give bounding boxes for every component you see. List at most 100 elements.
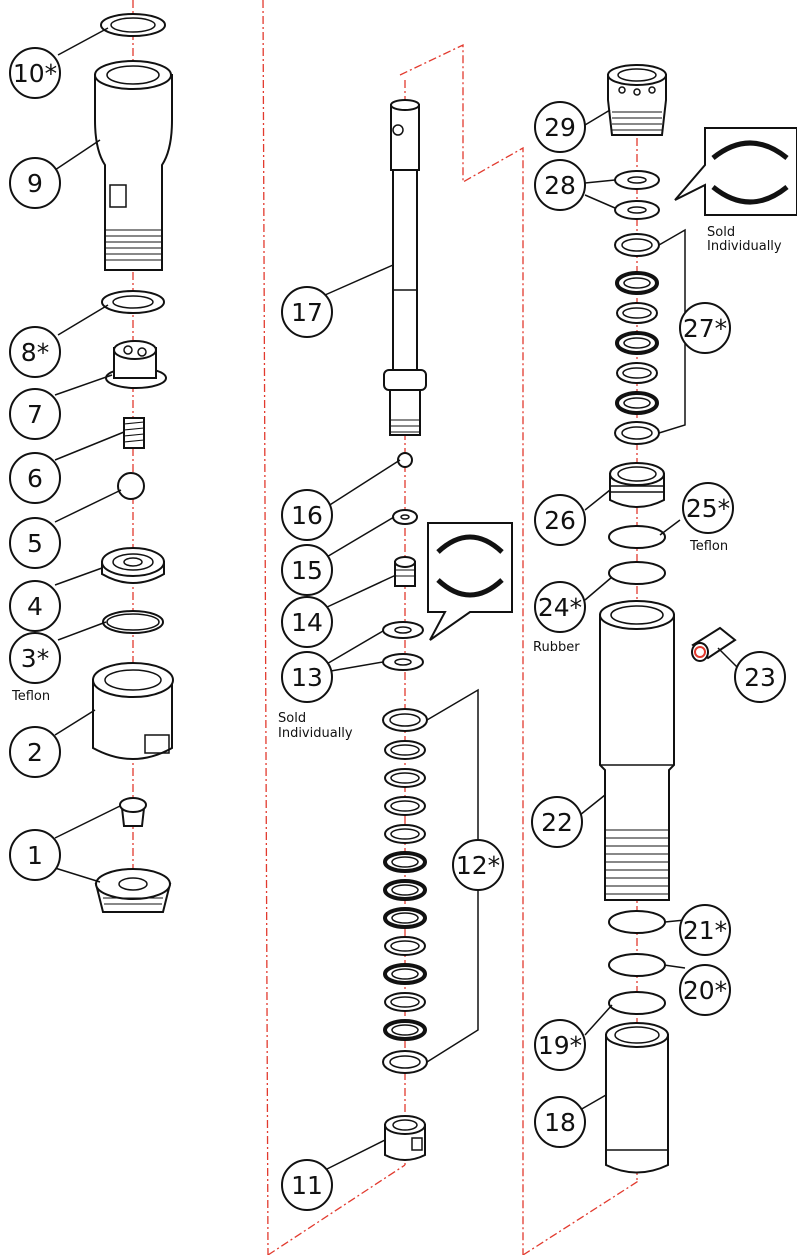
callout-4: 4: [9, 580, 61, 632]
callout-5: 5: [9, 517, 61, 569]
callout-15: 15: [281, 544, 333, 596]
part-15-washer: [392, 509, 418, 525]
callout-21: 21*: [679, 904, 731, 956]
svg-text:29: 29: [544, 113, 576, 142]
part-18-liner: [605, 1022, 669, 1174]
callout-17: 17: [281, 286, 333, 338]
part-29-nut: [607, 64, 667, 136]
part-20-ring: [608, 953, 666, 977]
svg-text:1: 1: [27, 841, 43, 870]
leader-lines: [54, 27, 739, 1171]
part-13-washers: [382, 621, 424, 671]
center-inset: [427, 522, 513, 641]
svg-text:21*: 21*: [683, 916, 727, 945]
callout-8: 8*: [9, 326, 61, 378]
part-17-rod: [383, 99, 427, 436]
callout-7: 7: [9, 388, 61, 440]
svg-text:8*: 8*: [21, 338, 49, 367]
callout-6: 6: [9, 452, 61, 504]
callout-12: 12*: [452, 839, 504, 891]
callout-3: 3*: [9, 632, 61, 684]
callout-19: 19*: [534, 1019, 586, 1071]
part-12-packings: [382, 708, 428, 1074]
note-teflon-left: Teflon: [11, 689, 50, 704]
callout-29: 29: [534, 101, 586, 153]
note-sold-right-2: Individually: [707, 239, 782, 254]
callout-23: 23: [734, 651, 786, 703]
part-9-housing: [94, 60, 173, 271]
svg-text:24*: 24*: [538, 593, 582, 622]
callout-25: 25*: [682, 482, 734, 534]
callout-11: 11: [281, 1159, 333, 1211]
part-1-fitting: [94, 797, 172, 913]
callout-16: 16: [281, 489, 333, 541]
callout-18: 18: [534, 1096, 586, 1148]
callout-26: 26: [534, 494, 586, 546]
callout-9: 9: [9, 157, 61, 209]
callout-13: 13: [281, 651, 333, 703]
center-parts: [382, 99, 428, 1161]
callout-1: 1: [9, 829, 61, 881]
svg-text:17: 17: [291, 298, 323, 327]
part-8-washer: [101, 290, 165, 314]
right-parts: [599, 64, 737, 1174]
part-19-ring: [608, 991, 666, 1015]
part-10-washer: [100, 13, 166, 37]
part-25-ring: [608, 525, 666, 549]
svg-text:23: 23: [744, 663, 776, 692]
svg-text:10*: 10*: [13, 59, 57, 88]
part-21-ring: [608, 910, 666, 934]
part-6-spring: [123, 417, 145, 449]
callout-20: 20*: [679, 964, 731, 1016]
callout-27: 27*: [679, 302, 731, 354]
note-sold-center-1: Sold: [278, 711, 306, 726]
part-4-seat: [101, 547, 165, 584]
svg-text:14: 14: [291, 608, 323, 637]
svg-text:18: 18: [544, 1108, 576, 1137]
callout-2: 2: [9, 726, 61, 778]
svg-text:13: 13: [291, 663, 323, 692]
svg-text:4: 4: [27, 592, 43, 621]
callout-22: 22: [531, 796, 583, 848]
svg-text:7: 7: [27, 400, 43, 429]
svg-text:22: 22: [541, 808, 573, 837]
svg-text:26: 26: [544, 506, 576, 535]
svg-text:2: 2: [27, 738, 43, 767]
svg-text:11: 11: [291, 1171, 323, 1200]
svg-text:28: 28: [544, 171, 576, 200]
part-24-ring: [608, 561, 666, 585]
part-14-nut: [394, 556, 416, 587]
svg-text:16: 16: [291, 501, 323, 530]
svg-text:6: 6: [27, 464, 43, 493]
section-dividers: [262, 0, 641, 1255]
svg-text:5: 5: [27, 529, 43, 558]
note-sold-right-1: Sold: [707, 225, 735, 240]
callout-14: 14: [281, 596, 333, 648]
part-11-nut: [384, 1115, 426, 1161]
svg-text:27*: 27*: [683, 314, 727, 343]
notes: Teflon Sold Individually Sold Individual…: [11, 225, 782, 741]
note-rubber: Rubber: [533, 640, 580, 655]
part-3-ring: [102, 610, 164, 634]
right-inset: [674, 127, 797, 216]
left-parts: [92, 13, 174, 913]
callout-24: 24*: [534, 581, 586, 633]
part-5-ball: [117, 472, 145, 500]
part-16-ball: [397, 452, 413, 468]
note-teflon-right: Teflon: [689, 539, 728, 554]
svg-text:3*: 3*: [21, 644, 49, 673]
svg-text:19*: 19*: [538, 1031, 582, 1060]
svg-text:12*: 12*: [456, 851, 500, 880]
svg-text:20*: 20*: [683, 976, 727, 1005]
callout-28: 28: [534, 159, 586, 211]
callout-10: 10*: [9, 47, 61, 99]
svg-text:9: 9: [27, 169, 43, 198]
part-22-cylinder: [599, 600, 675, 901]
svg-text:25*: 25*: [686, 494, 730, 523]
part-7-cage: [105, 340, 167, 389]
part-23-fitting: [691, 626, 737, 662]
part-26-gland: [609, 462, 665, 508]
svg-text:15: 15: [291, 556, 323, 585]
part-28-washers: [614, 170, 660, 220]
